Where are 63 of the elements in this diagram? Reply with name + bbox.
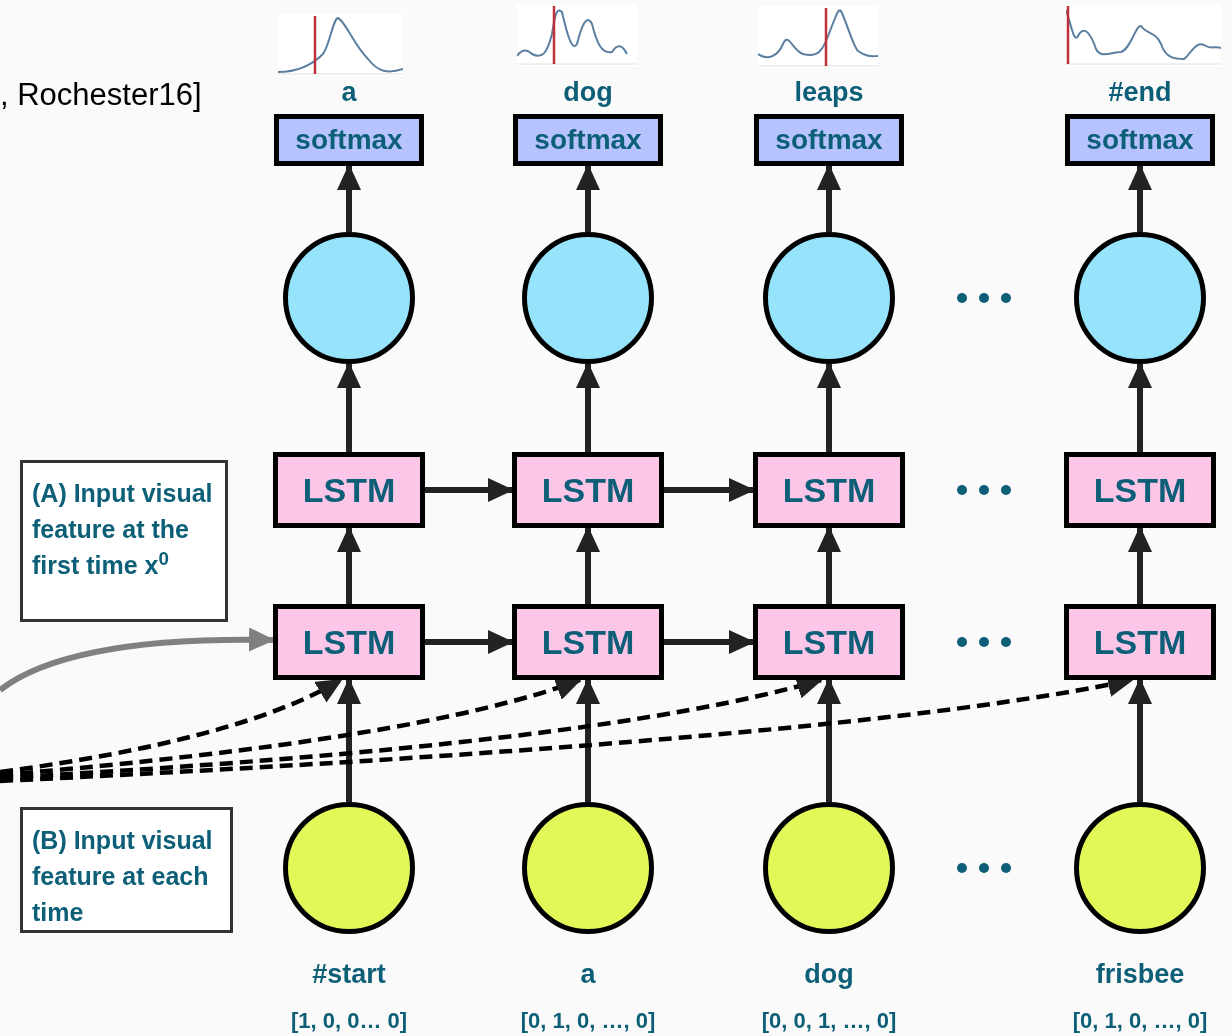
node-label: LSTM (1093, 621, 1187, 663)
arrow (576, 678, 600, 802)
lstm-box (753, 604, 905, 680)
arrow (337, 678, 361, 802)
word-label: dog (804, 958, 854, 991)
arrow (576, 526, 600, 604)
lstm-box (1064, 452, 1216, 528)
node-label: LSTM (541, 621, 635, 663)
arrow (0, 678, 343, 775)
arrow (425, 630, 514, 654)
arrow (817, 362, 841, 452)
one-hot-vector-label: [0, 1, 0, …, 0] (1072, 1007, 1208, 1035)
annotation-text: (A) Input visual feature at the first time x$^{0}$ (32, 479, 213, 579)
node-label: softmax (1086, 123, 1194, 157)
arrow (817, 164, 841, 232)
node-label: LSTM (302, 621, 396, 663)
node-label: softmax (775, 123, 883, 157)
word-label: dog (563, 76, 613, 109)
arrow (817, 678, 841, 802)
arrow (664, 478, 755, 502)
lstm-box (512, 604, 664, 680)
one-hot-vector-label: [0, 0, 1, …, 0] (761, 1007, 897, 1035)
node-label: softmax (295, 123, 403, 157)
arrow (425, 478, 514, 502)
arrow (1128, 164, 1152, 232)
arrow (1128, 526, 1152, 604)
softmax-box (1065, 114, 1215, 166)
word-label: frisbee (1095, 958, 1185, 991)
annotation-text: (B) Input visual feature at each time (32, 826, 213, 926)
node-label: LSTM (1093, 469, 1187, 511)
arrow (1128, 678, 1152, 802)
word-label: leaps (794, 76, 864, 109)
arrow (0, 627, 275, 693)
lstm-box (753, 452, 905, 528)
arrow (576, 362, 600, 452)
lstm-box (273, 452, 425, 528)
softmax-box (513, 114, 663, 166)
annotation-box (20, 460, 228, 622)
softmax-box (274, 114, 424, 166)
lstm-box (512, 452, 664, 528)
one-hot-vector-label: [1, 0, 0… 0] (290, 1007, 408, 1035)
arrow (337, 164, 361, 232)
softmax-box (754, 114, 904, 166)
word-label: #start (312, 958, 386, 991)
arrow (664, 630, 755, 654)
lstm-box (1064, 604, 1216, 680)
node-label: LSTM (782, 621, 876, 663)
annotation-box (20, 807, 233, 933)
node-label: LSTM (541, 469, 635, 511)
word-label: a (580, 958, 596, 991)
node-label: LSTM (782, 469, 876, 511)
arrow (576, 164, 600, 232)
node-label: LSTM (302, 469, 396, 511)
word-label: #end (1108, 76, 1172, 109)
citation-text: , Rochester16] (0, 76, 202, 114)
arrow (1128, 362, 1152, 452)
lstm-box (273, 604, 425, 680)
arrow (337, 526, 361, 604)
arrow (817, 526, 841, 604)
node-label: softmax (534, 123, 642, 157)
one-hot-vector-label: [0, 1, 0, …, 0] (520, 1007, 656, 1035)
word-label: a (341, 76, 357, 109)
arrow (337, 362, 361, 452)
